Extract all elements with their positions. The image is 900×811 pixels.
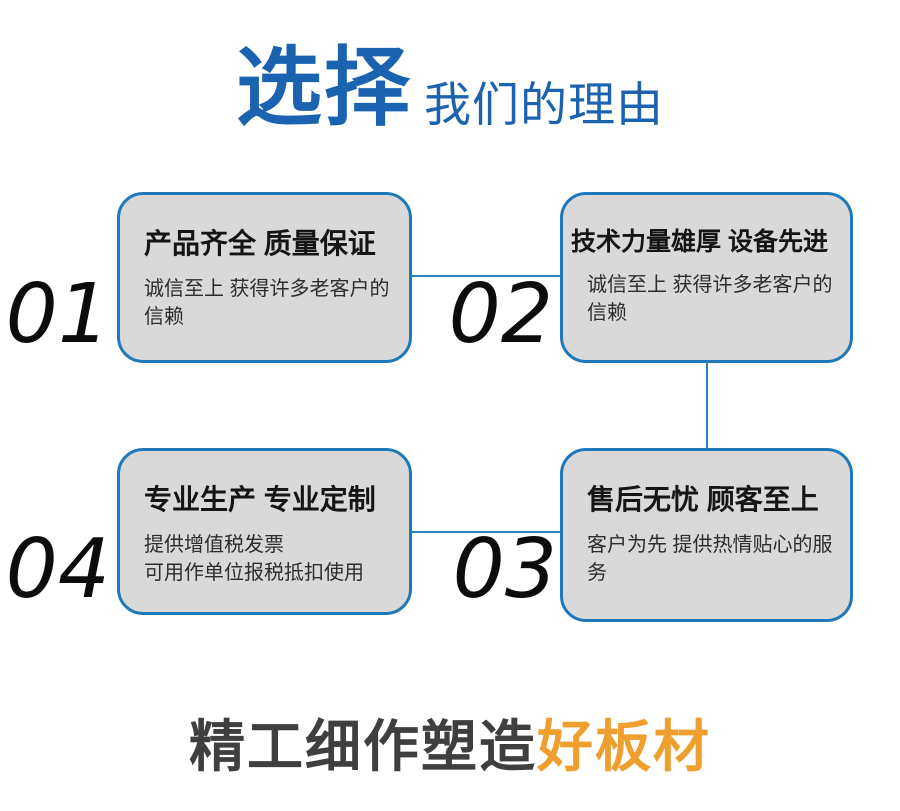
feature-card-01: 产品齐全 质量保证 诚信至上 获得许多老客户的信赖 [117, 192, 412, 363]
step-number-03: 03 [452, 522, 557, 617]
card-description: 提供增值税发票 可用作单位报税抵扣使用 [144, 534, 364, 585]
title-main-text: 选择 [236, 40, 412, 136]
step-number-02: 02 [448, 267, 553, 362]
slogan-text-dark: 精工细作塑造 [189, 715, 537, 778]
connector-line-bottom-horizontal [412, 531, 560, 533]
title-sub-text: 我们的理由 [424, 78, 664, 132]
connector-line-vertical [706, 361, 708, 448]
card-title: 产品齐全 质量保证 [144, 228, 376, 259]
card-description: 诚信至上 获得许多老客户的信赖 [587, 274, 833, 325]
step-number-01: 01 [5, 267, 110, 362]
card-description: 诚信至上 获得许多老客户的信赖 [144, 278, 390, 329]
card-title: 技术力量雄厚 设备先进 [571, 228, 828, 256]
slogan-text-orange: 好板材 [537, 715, 711, 778]
step-number-04: 04 [5, 522, 110, 617]
feature-card-04: 专业生产 专业定制 提供增值税发票 可用作单位报税抵扣使用 [117, 448, 412, 615]
feature-card-02: 技术力量雄厚 设备先进 诚信至上 获得许多老客户的信赖 [560, 192, 853, 363]
card-description: 客户为先 提供热情贴心的服务 [587, 534, 833, 585]
connector-line-top-horizontal [412, 275, 560, 277]
bottom-slogan: 精工细作塑造好板材 [0, 702, 900, 783]
feature-card-03: 售后无忧 顾客至上 客户为先 提供热情贴心的服务 [560, 448, 853, 622]
page-title: 选择 我们的理由 [0, 42, 900, 135]
card-title: 专业生产 专业定制 [144, 484, 376, 515]
card-title: 售后无忧 顾客至上 [587, 484, 819, 515]
